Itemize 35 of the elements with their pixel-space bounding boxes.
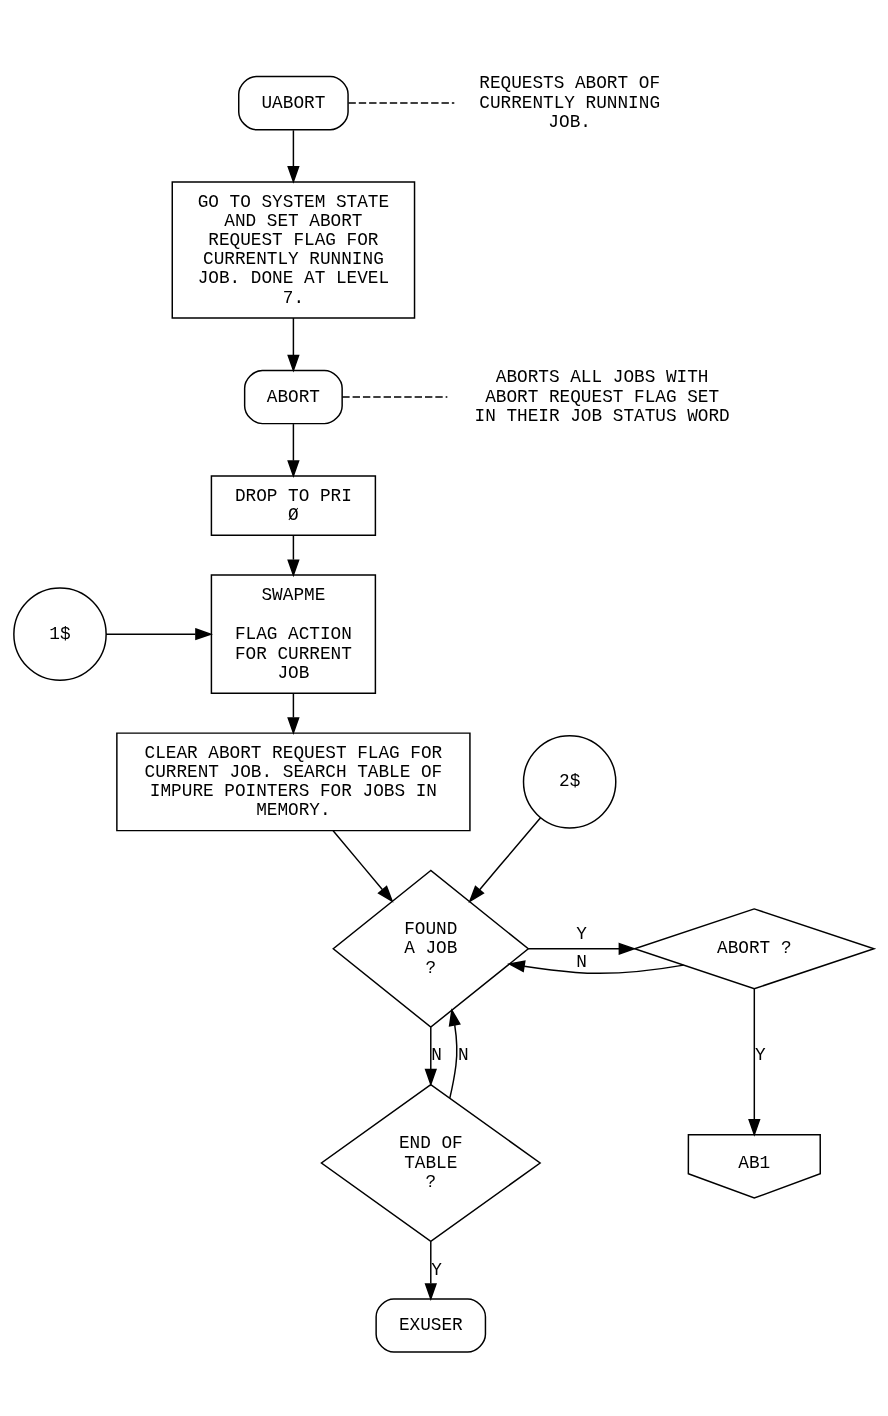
arrow [507, 960, 685, 975]
arrow [424, 1026, 437, 1087]
edge-label: Y [754, 1045, 766, 1066]
connector [347, 102, 456, 104]
arrow [287, 129, 300, 184]
arrow [424, 1240, 437, 1301]
edge-label: N [431, 1045, 443, 1066]
edge-label: Y [576, 924, 587, 945]
node-text: REQUESTS ABORT OF CURRENTLY RUNNING JOB. [479, 73, 661, 132]
arrow [287, 534, 300, 578]
arrow [468, 817, 542, 903]
arrow [287, 692, 300, 735]
arrow [448, 1008, 461, 1099]
node-box: ABORT [243, 369, 343, 425]
node-text: ABORTS ALL JOBS WITH ABORT REQUEST FLAG SET IN THEIR JOB STATUS WORD [474, 367, 730, 426]
node-diamond: END OF TABLE ? [320, 1083, 542, 1243]
edge-label: Y [431, 1259, 443, 1280]
node-box: CLEAR ABORT REQUEST FLAG FOR CURRENT JOB. SEARCH TABLE OF IMPURE POINTERS FOR JOBS IN MEMORY. [116, 732, 471, 832]
node-box: UABORT [238, 75, 349, 131]
edge-label: N [457, 1045, 469, 1066]
node-circle: 1$ [13, 587, 107, 681]
node-diamond: ABORT ? [632, 908, 877, 990]
node-circle: 2$ [522, 735, 617, 829]
arrow [527, 942, 637, 955]
node-box: DROP TO PRI Ø [210, 475, 377, 536]
node-box: EXUSER [375, 1298, 487, 1353]
arrow [105, 627, 213, 641]
node-box: GO TO SYSTEM STATE AND SET ABORT REQUEST FLAG FOR CURRENTLY RUNNING JOB. DONE AT LEVEL 7. [171, 181, 416, 319]
connector [341, 396, 449, 398]
arrow [287, 317, 300, 373]
edge-label: N [576, 952, 587, 973]
arrow [748, 988, 761, 1137]
arrow [287, 423, 300, 479]
arrow [332, 830, 394, 903]
node-box: SWAPME FLAG ACTION FOR CURRENT JOB [210, 574, 377, 694]
